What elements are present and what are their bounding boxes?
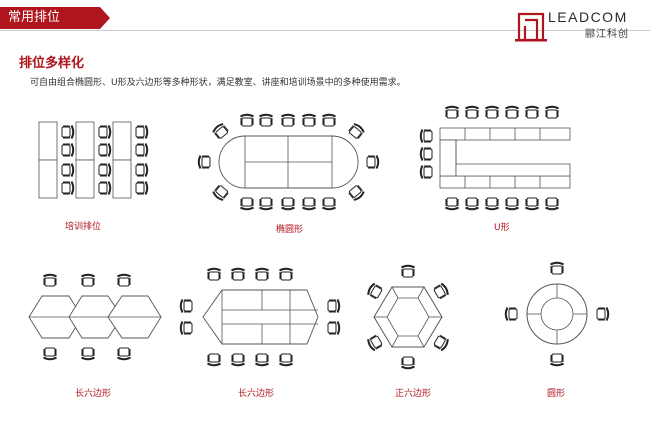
layout-long-hexagon-1 [28, 273, 162, 361]
caption-oval: 椭圆形 [276, 225, 304, 235]
caption-u-shape: U形 [494, 223, 510, 233]
section-tab: 常用排位 [0, 7, 110, 29]
caption-training: 培训排位 [65, 222, 102, 232]
layout-round [504, 261, 610, 367]
caption-round: 圆形 [547, 389, 566, 399]
header-divider [0, 30, 650, 31]
brand-name: LEADCOM [548, 9, 628, 25]
brand-subtitle: 郦江科创 [585, 29, 629, 40]
leadcom-logo-icon [515, 12, 547, 42]
caption-long-hexagon-1: 长六边形 [75, 389, 112, 399]
caption-regular-hexagon: 正六边形 [395, 389, 432, 399]
layout-u-shape [419, 105, 571, 211]
layout-regular-hexagon [365, 264, 451, 370]
layout-oval [197, 113, 380, 211]
layout-long-hexagon-2 [179, 267, 341, 367]
layout-training [38, 121, 147, 199]
section-description: 可自由组合椭圆形、U形及六边形等多种形状，满足教室、讲座和培训场景中的多种使用需… [30, 78, 406, 88]
section-title: 排位多样化 [19, 56, 85, 71]
caption-long-hexagon-2: 长六边形 [238, 389, 275, 399]
